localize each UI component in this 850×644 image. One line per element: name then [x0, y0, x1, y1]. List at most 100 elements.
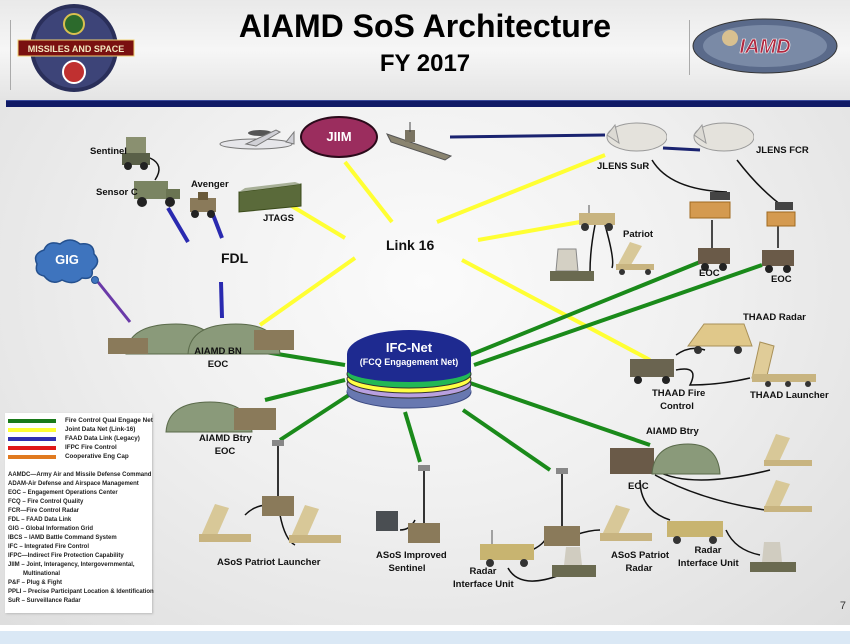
abbreviation: SuR – Surveillance Radar [8, 598, 81, 604]
abbreviation: EOC – Engagement Operations Center [8, 490, 118, 496]
label-asos-improved-sentinel: ASoS Improved Sentinel [376, 550, 447, 576]
slide: MISSILES AND SPACE AIAMD SoS Architectur… [0, 0, 850, 625]
fdl-lines [166, 206, 224, 319]
legend-swatch-green [8, 419, 56, 423]
ifc-net-subtitle: (FCQ Engagement Net) [359, 357, 459, 367]
green-asos-launcher [278, 391, 354, 442]
abbreviation: IFC – Integrated Fire Control [8, 544, 90, 550]
abbreviation: ADAM-Air Defense and Airspace Management [8, 481, 139, 487]
label-radar-interface-unit-center: Radar Interface Unit [453, 566, 514, 592]
aiamd-btry-right-eoc-icon [610, 443, 721, 475]
cable-riu-radar [725, 529, 761, 556]
legend: Fire Control Qual Engage Net Joint Data … [5, 413, 154, 613]
label-aiamd-bn-line1: AIAMD BN [194, 346, 242, 357]
asos-sensor-mast-icon [262, 440, 294, 516]
jtags-shelter-icon [238, 182, 302, 213]
legend-label: Joint Data Net (Link-16) [65, 426, 136, 433]
patriot-launcher-icon [616, 242, 654, 275]
green-eoc2 [473, 263, 763, 367]
fdl-aiamd-bn [219, 281, 224, 319]
ifc-net-hub [346, 330, 472, 409]
label-asos-patriot-radar-line2: Radar [625, 562, 653, 574]
radar-interface-unit-right-icon [667, 521, 723, 544]
label-asos-sentinel-line2: Sentinel [388, 562, 426, 574]
label-thaad-launcher: THAAD Launcher [750, 390, 829, 401]
green-asos-sentinel [403, 411, 422, 463]
label-sentinel: Sentinel [90, 146, 127, 157]
label-aiamd-btry-right: AIAMD Btry [646, 426, 699, 437]
gig-cloud-icon [34, 239, 99, 284]
label-asos-patriot-radar: ASoS Patriot Radar [611, 550, 669, 576]
page-title: AIAMD SoS Architecture [238, 8, 612, 44]
page-subtitle: FY 2017 [379, 50, 471, 77]
label-avenger: Avenger [191, 179, 229, 190]
patriot-launcher-right-1-icon [764, 434, 812, 466]
label-riu-center-line2: Interface Unit [453, 578, 514, 590]
thaad-fire-control-icon [630, 359, 674, 384]
link16-jtags [288, 203, 347, 240]
cable-sentinel [149, 157, 160, 181]
abbreviation: IFPC—Indirect Fire Protection Capability [8, 553, 124, 559]
link16-jlens [436, 153, 606, 224]
abbreviation: Multinational [23, 571, 60, 577]
link16-patriot [477, 220, 581, 242]
abbreviation: PPLI – Precise Participant Location & Id… [8, 589, 154, 595]
label-aiamd-bn-eoc: AIAMD BN EOC [193, 346, 243, 372]
label-jlens-fcr: JLENS FCR [756, 145, 809, 156]
logo-text: IAMD [739, 36, 790, 58]
cable-patriot-1 [589, 224, 596, 273]
label-patriot: Patriot [623, 229, 654, 240]
abbreviation: FCQ – Fire Control Quality [8, 499, 84, 505]
header-rule [6, 100, 850, 107]
green-eoc1 [469, 260, 701, 357]
label-fdl: FDL [221, 250, 249, 266]
label-thaad-fire-control: THAAD Fire Control [652, 388, 706, 414]
divider [10, 20, 11, 90]
legend-label: FAAD Data Link (Legacy) [65, 435, 140, 442]
patriot-radar-center-icon [552, 547, 596, 577]
logo-text: MISSILES AND SPACE [28, 44, 125, 54]
jlens-fcr-aerostat-icon [693, 122, 754, 152]
cable-riu-radar-center [507, 567, 561, 582]
label-asos-sentinel-line1: ASoS Improved [376, 550, 447, 561]
green-aiamd-btry-right [469, 381, 651, 447]
label-thaad-fire-control-line1: THAAD Fire [652, 388, 706, 399]
jiim-node: JIIM [300, 116, 378, 158]
thaad-radar-icon [687, 323, 753, 354]
sensor-c2-humvee-icon [134, 181, 180, 207]
patriot-radar-truck-icon [579, 205, 615, 231]
legend-label: Cooperative Eng Cap [65, 453, 129, 460]
legend-swatch-blue [8, 437, 56, 441]
sentinel-radar-icon [122, 137, 150, 170]
abbreviation: GIG – Global Information Grid [8, 526, 94, 532]
patriot-radar-right-icon [750, 542, 796, 572]
patriot-radar-icon [550, 248, 594, 281]
asos-improved-sentinel-icon [376, 465, 440, 543]
abbreviation: P&F – Plug & Fight [8, 580, 62, 586]
fdl-sensor [166, 206, 190, 244]
jlens-ground-station-icon [689, 192, 731, 219]
label-aiamd-btry-line1: AIAMD Btry [199, 433, 252, 444]
abbreviation: FDL – FAAD Data Link [8, 517, 72, 523]
cable-patriot-2 [604, 224, 614, 269]
legend-swatch-red [8, 446, 56, 450]
navy-ship-jlens [449, 133, 606, 139]
jlens-fcr-ground-station-icon [766, 202, 796, 227]
label-thaad-radar: THAAD Radar [743, 312, 806, 323]
patriot-launcher-right-2-icon [764, 480, 812, 512]
cable-jlens-sur [651, 159, 728, 193]
legend-swatch-yellow [8, 428, 56, 432]
link16-aiamd-bn [258, 256, 357, 327]
link16-thaad [461, 258, 651, 362]
thaad-launcher-icon [751, 341, 816, 387]
abbreviation: AAMDC—Army Air and Missile Defense Comma… [8, 472, 152, 478]
asos-center-mast-icon [544, 468, 580, 546]
label-aiamd-bn-line2: EOC [207, 358, 229, 370]
navy-ship-icon [386, 122, 453, 161]
asos-patriot-launcher-1-icon [199, 504, 251, 542]
green-asos-radar [461, 408, 552, 472]
asos-patriot-launcher-2-icon [289, 505, 341, 543]
label-thaad-fire-control-line2: Control [660, 400, 694, 412]
awacs-aircraft-icon [219, 129, 295, 150]
legend-label: IFPC Fire Control [65, 444, 117, 451]
